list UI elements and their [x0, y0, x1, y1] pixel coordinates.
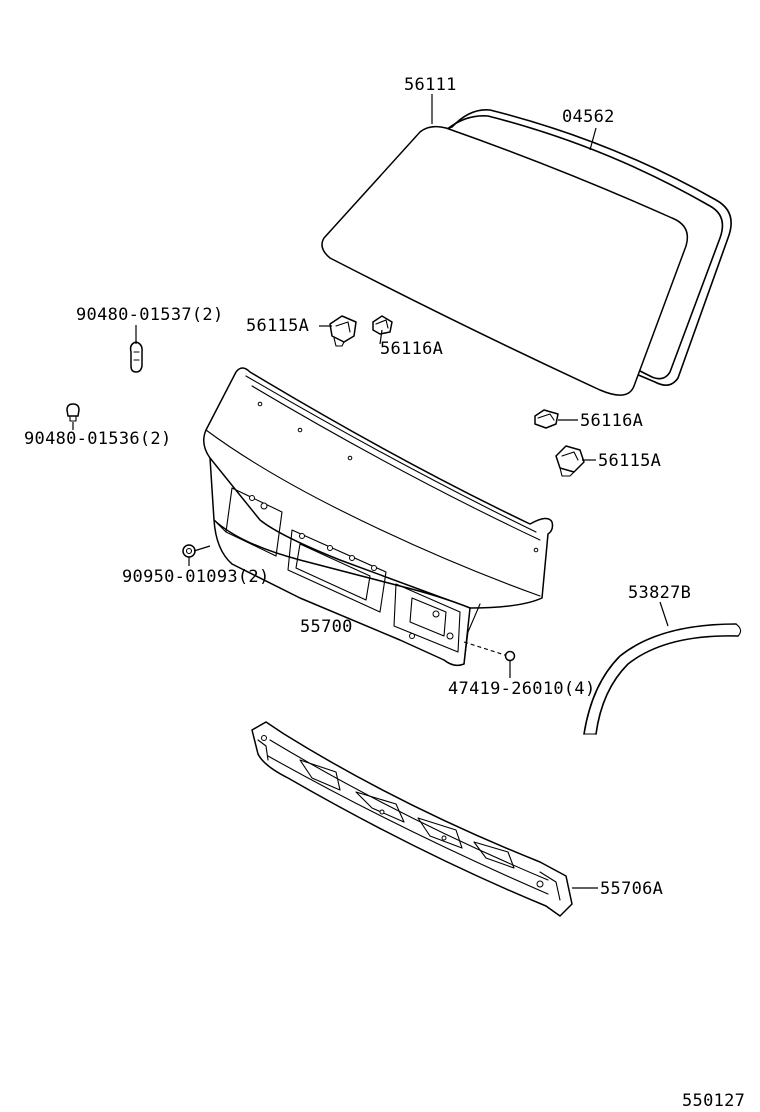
label-plug-90480-01536: 90480-01536(2) — [24, 429, 172, 449]
label-windshield-glass: 56111 — [404, 75, 457, 95]
label-plug-90480-01537: 90480-01537(2) — [76, 305, 224, 325]
label-clip-56115A-right: 56115A — [598, 451, 661, 471]
label-clip-47419: 47419-26010(4) — [448, 679, 596, 699]
plug-90950-01093 — [182, 544, 196, 558]
label-moulding-53827B: 53827B — [628, 583, 691, 603]
part-labels: 56111 04562 90480-01537(2) 56115A 56116A… — [24, 75, 745, 1111]
label-clip-56116A-right: 56116A — [580, 411, 643, 431]
clip-56115A-left — [329, 315, 357, 347]
clip-56116A-left — [372, 315, 393, 335]
clip-56116A-right — [534, 409, 559, 429]
moulding-53827B — [583, 623, 742, 735]
clip-56115A-right — [555, 445, 585, 477]
label-clip-56116A-left: 56116A — [380, 339, 443, 359]
label-weatherstrip: 04562 — [562, 107, 615, 127]
plug-90480-01537 — [129, 341, 143, 373]
leader-lines — [72, 94, 669, 889]
label-cowl-panel: 55700 — [300, 617, 353, 637]
windshield-glass-56111 — [321, 125, 689, 396]
label-clip-56115A-left: 56115A — [246, 316, 309, 336]
label-plug-90950-01093: 90950-01093(2) — [122, 567, 270, 587]
reinforcement-55706A — [251, 721, 573, 917]
label-reinforcement: 55706A — [600, 879, 663, 899]
plug-90480-01536 — [66, 403, 80, 422]
cowl-panel-55700 — [203, 367, 554, 667]
figure-number: 550127 — [682, 1091, 745, 1111]
